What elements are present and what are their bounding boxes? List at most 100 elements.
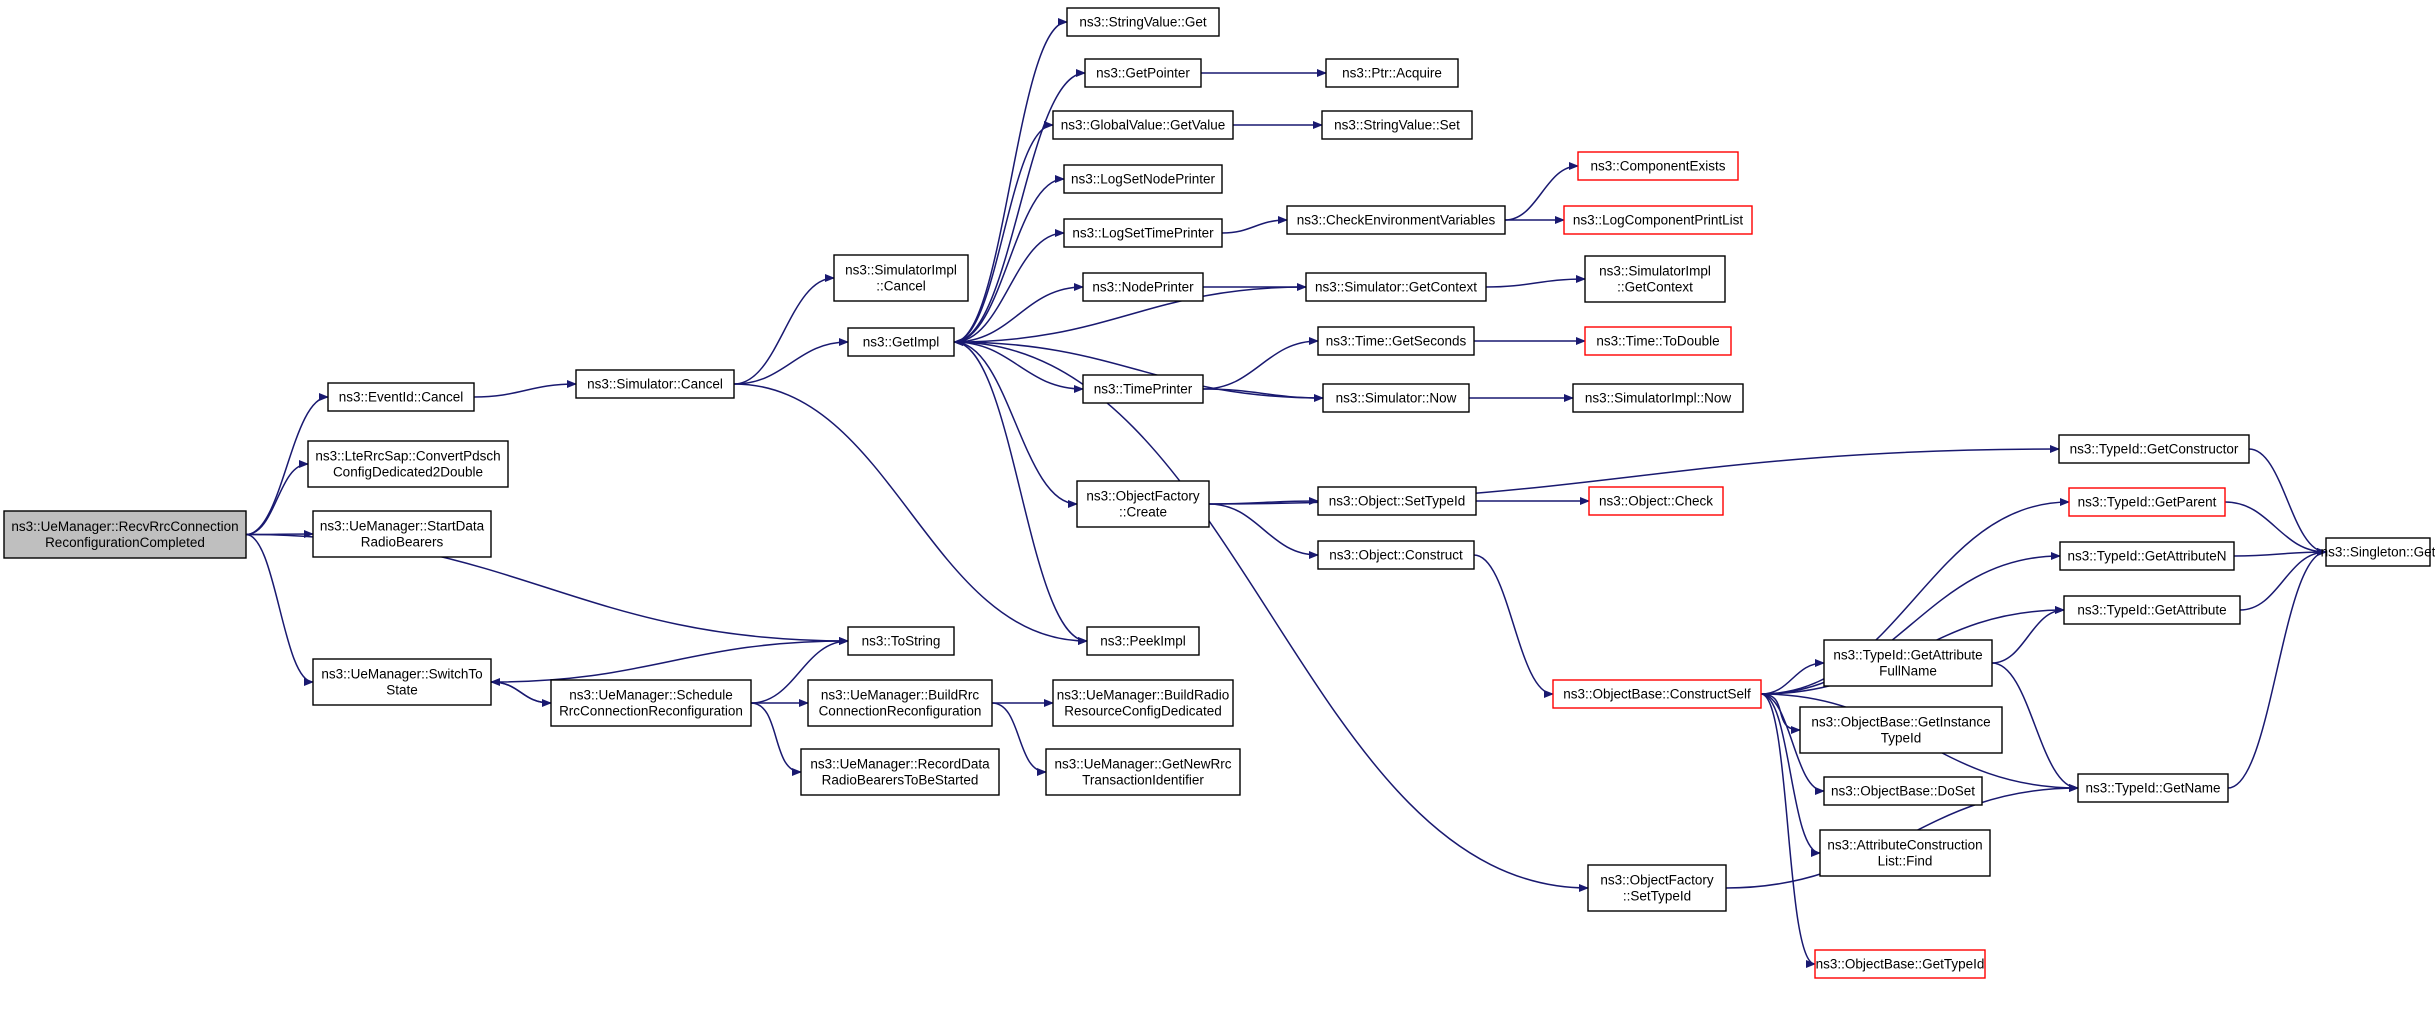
node-box[interactable] bbox=[1063, 218, 1223, 248]
node-box[interactable] bbox=[1066, 7, 1220, 37]
node-box[interactable] bbox=[2325, 537, 2431, 567]
node-box[interactable] bbox=[1325, 58, 1459, 88]
node-box[interactable] bbox=[1082, 272, 1204, 302]
node-time-todouble[interactable]: ns3::Time::ToDouble bbox=[1584, 326, 1732, 356]
node-typeid-getattribute[interactable]: ns3::TypeId::GetAttribute bbox=[2063, 595, 2241, 625]
node-object-settypeid[interactable]: ns3::Object::SetTypeId bbox=[1317, 486, 1477, 516]
node-box[interactable] bbox=[2077, 773, 2229, 803]
node-nodeprinter[interactable]: ns3::NodePrinter bbox=[1082, 272, 1204, 302]
node-box[interactable] bbox=[1819, 829, 1991, 877]
node-box[interactable] bbox=[1317, 326, 1475, 356]
node-box[interactable] bbox=[1052, 679, 1234, 727]
node-box[interactable] bbox=[3, 510, 247, 559]
node-objectfactory-create[interactable]: ns3::ObjectFactory::Create bbox=[1076, 480, 1210, 528]
node-box[interactable] bbox=[1572, 383, 1744, 413]
node-box[interactable] bbox=[307, 440, 509, 488]
node-record-data[interactable]: ns3::UeManager::RecordDataRadioBearersTo… bbox=[800, 748, 1000, 796]
node-box[interactable] bbox=[1082, 374, 1204, 404]
node-eventid-cancel[interactable]: ns3::EventId::Cancel bbox=[327, 382, 475, 412]
node-box[interactable] bbox=[1317, 540, 1475, 570]
node-box[interactable] bbox=[1588, 486, 1724, 516]
node-box[interactable] bbox=[1322, 383, 1470, 413]
node-sim-cancel[interactable]: ns3::Simulator::Cancel bbox=[575, 369, 735, 399]
node-checkenv[interactable]: ns3::CheckEnvironmentVariables bbox=[1286, 205, 1506, 235]
node-box[interactable] bbox=[1823, 639, 1993, 687]
node-box[interactable] bbox=[1052, 110, 1234, 140]
node-getpointer[interactable]: ns3::GetPointer bbox=[1084, 58, 1202, 88]
node-sim-getcontext[interactable]: ns3::Simulator::GetContext bbox=[1305, 272, 1487, 302]
node-typeid-getconstructor[interactable]: ns3::TypeId::GetConstructor bbox=[2058, 434, 2250, 464]
node-tostring[interactable]: ns3::ToString bbox=[847, 626, 955, 656]
node-time-getseconds[interactable]: ns3::Time::GetSeconds bbox=[1317, 326, 1475, 356]
node-typeid-getparent[interactable]: ns3::TypeId::GetParent bbox=[2068, 487, 2226, 517]
node-box[interactable] bbox=[2058, 434, 2250, 464]
node-box[interactable] bbox=[1563, 205, 1753, 235]
node-typeid-getattributen[interactable]: ns3::TypeId::GetAttributeN bbox=[2059, 541, 2235, 571]
node-box[interactable] bbox=[1084, 58, 1202, 88]
node-box[interactable] bbox=[1823, 776, 1983, 806]
node-box[interactable] bbox=[1045, 748, 1241, 796]
node-box[interactable] bbox=[1317, 486, 1477, 516]
node-box[interactable] bbox=[807, 679, 993, 727]
node-box[interactable] bbox=[2063, 595, 2241, 625]
node-objectfactory-settypeid[interactable]: ns3::ObjectFactory::SetTypeId bbox=[1587, 864, 1727, 912]
node-logsetnodeprinter[interactable]: ns3::LogSetNodePrinter bbox=[1063, 164, 1223, 194]
node-box[interactable] bbox=[1814, 949, 1986, 979]
node-box[interactable] bbox=[1584, 255, 1726, 303]
node-objectbase-gettypeid[interactable]: ns3::ObjectBase::GetTypeId bbox=[1814, 949, 1986, 979]
node-logcomponentprintlist[interactable]: ns3::LogComponentPrintList bbox=[1563, 205, 1753, 235]
node-box[interactable] bbox=[833, 254, 969, 302]
node-singleton-get[interactable]: ns3::Singleton::Get bbox=[2321, 537, 2435, 567]
node-peekimpl[interactable]: ns3::PeekImpl bbox=[1086, 626, 1200, 656]
node-box[interactable] bbox=[2059, 541, 2235, 571]
node-box[interactable] bbox=[800, 748, 1000, 796]
node-box[interactable] bbox=[1799, 706, 2003, 754]
node-objectbase-constructself[interactable]: ns3::ObjectBase::ConstructSelf bbox=[1552, 679, 1762, 709]
node-getimpl[interactable]: ns3::GetImpl bbox=[847, 327, 955, 357]
node-box[interactable] bbox=[312, 658, 492, 706]
node-box[interactable] bbox=[1063, 164, 1223, 194]
node-box[interactable] bbox=[1305, 272, 1487, 302]
node-box[interactable] bbox=[1076, 480, 1210, 528]
node-box[interactable] bbox=[1321, 110, 1473, 140]
node-box[interactable] bbox=[1286, 205, 1506, 235]
node-box[interactable] bbox=[327, 382, 475, 412]
node-simimpl-cancel[interactable]: ns3::SimulatorImpl::Cancel bbox=[833, 254, 969, 302]
node-box[interactable] bbox=[1086, 626, 1200, 656]
node-stringvalue-set[interactable]: ns3::StringValue::Set bbox=[1321, 110, 1473, 140]
node-stringvalue-get[interactable]: ns3::StringValue::Get bbox=[1066, 7, 1220, 37]
node-schedule-rrc[interactable]: ns3::UeManager::ScheduleRrcConnectionRec… bbox=[550, 679, 752, 727]
node-logsettimeprinter[interactable]: ns3::LogSetTimePrinter bbox=[1063, 218, 1223, 248]
node-simimpl-now[interactable]: ns3::SimulatorImpl::Now bbox=[1572, 383, 1744, 413]
node-box[interactable] bbox=[847, 626, 955, 656]
node-sim-now[interactable]: ns3::Simulator::Now bbox=[1322, 383, 1470, 413]
node-simimpl-getcontext[interactable]: ns3::SimulatorImpl::GetContext bbox=[1584, 255, 1726, 303]
node-convert-pdsch[interactable]: ns3::LteRrcSap::ConvertPdschConfigDedica… bbox=[307, 440, 509, 488]
node-box[interactable] bbox=[575, 369, 735, 399]
node-ptr-acquire[interactable]: ns3::Ptr::Acquire bbox=[1325, 58, 1459, 88]
node-box[interactable] bbox=[312, 510, 492, 558]
node-box[interactable] bbox=[847, 327, 955, 357]
node-timeprinter[interactable]: ns3::TimePrinter bbox=[1082, 374, 1204, 404]
node-getnewrrc[interactable]: ns3::UeManager::GetNewRrcTransactionIden… bbox=[1045, 748, 1241, 796]
node-box[interactable] bbox=[1552, 679, 1762, 709]
node-box[interactable] bbox=[1577, 151, 1739, 181]
node-box[interactable] bbox=[1587, 864, 1727, 912]
node-objectbase-doset[interactable]: ns3::ObjectBase::DoSet bbox=[1823, 776, 1983, 806]
node-object-check[interactable]: ns3::Object::Check bbox=[1588, 486, 1724, 516]
node-typeid-getname[interactable]: ns3::TypeId::GetName bbox=[2077, 773, 2229, 803]
node-box[interactable] bbox=[1584, 326, 1732, 356]
node-box[interactable] bbox=[550, 679, 752, 727]
node-box[interactable] bbox=[2068, 487, 2226, 517]
node-build-rrc[interactable]: ns3::UeManager::BuildRrcConnectionReconf… bbox=[807, 679, 993, 727]
node-object-construct[interactable]: ns3::Object::Construct bbox=[1317, 540, 1475, 570]
node-build-radio[interactable]: ns3::UeManager::BuildRadioResourceConfig… bbox=[1052, 679, 1234, 727]
node-componentexists[interactable]: ns3::ComponentExists bbox=[1577, 151, 1739, 181]
node-globalvalue-getvalue[interactable]: ns3::GlobalValue::GetValue bbox=[1052, 110, 1234, 140]
node-root[interactable]: ns3::UeManager::RecvRrcConnectionReconfi… bbox=[3, 510, 247, 559]
